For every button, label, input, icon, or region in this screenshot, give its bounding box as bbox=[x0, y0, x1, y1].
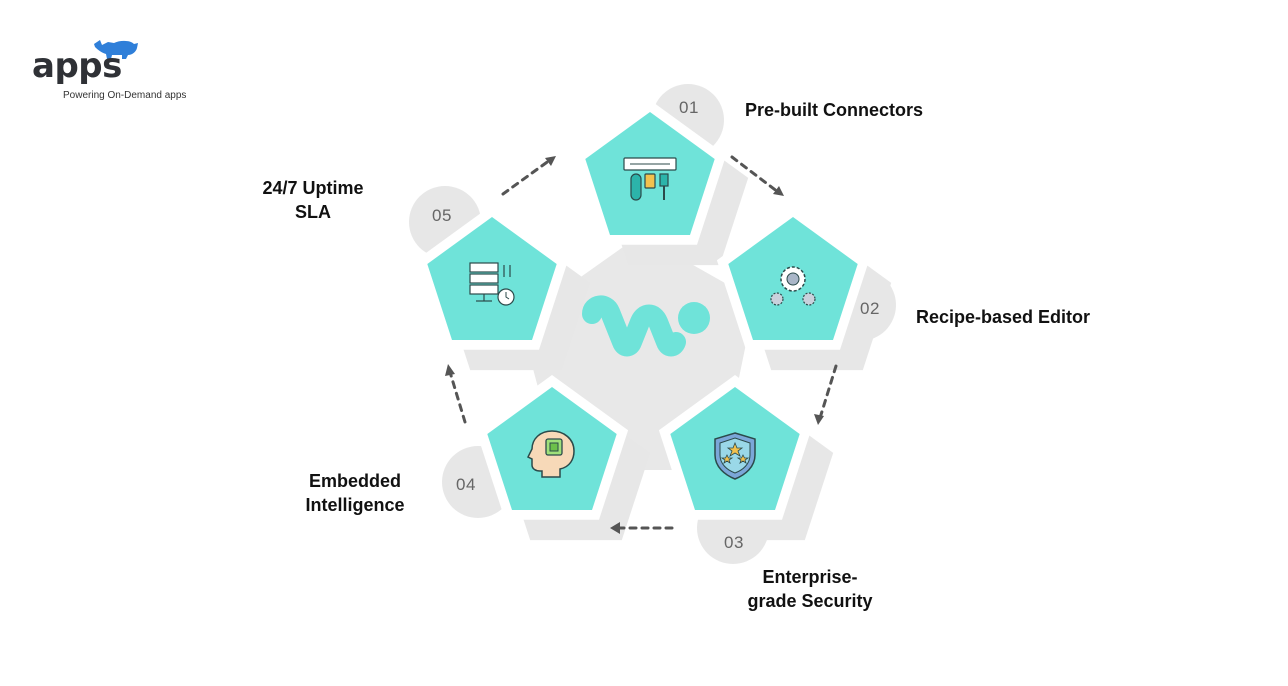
center-w-mark-icon bbox=[582, 295, 710, 357]
arrow-02-to-03 bbox=[818, 364, 838, 420]
rhino-icon bbox=[94, 40, 138, 59]
step-node-01 bbox=[573, 84, 749, 266]
usb-connectors-icon bbox=[623, 157, 677, 201]
step-title-03: Enterprise- grade Security bbox=[740, 565, 880, 613]
step-title-line: Embedded bbox=[308, 471, 401, 491]
gears-user-icon bbox=[770, 266, 816, 306]
step-title-02: Recipe-based Editor bbox=[916, 305, 1090, 329]
step-number-05: 05 bbox=[432, 206, 452, 225]
ai-head-chip-icon bbox=[526, 430, 575, 478]
arrow-head-05-to-01 bbox=[545, 156, 556, 166]
arrow-01-to-02 bbox=[730, 155, 780, 194]
step-title-line: Recipe-based Editor bbox=[916, 307, 1091, 327]
step-title-line: Pre-built Connectors bbox=[745, 100, 924, 120]
step-title-line: grade Security bbox=[747, 591, 873, 611]
step-title-line: Intelligence bbox=[305, 495, 405, 515]
step-number-01: 01 bbox=[679, 98, 699, 117]
brand-tagline: Powering On-Demand apps bbox=[63, 90, 187, 101]
arrow-head-02-to-03 bbox=[814, 414, 824, 425]
shield-stars-icon bbox=[714, 432, 756, 480]
brand-name: apps bbox=[32, 46, 122, 86]
step-number-02: 02 bbox=[860, 299, 880, 318]
arrow-04-to-05 bbox=[448, 370, 467, 424]
arrows bbox=[445, 155, 838, 534]
step-number-04: 04 bbox=[456, 475, 476, 494]
arrow-05-to-01 bbox=[501, 158, 552, 196]
step-number-03: 03 bbox=[724, 533, 744, 552]
step-node-02 bbox=[716, 205, 896, 371]
step-title-04: Embedded Intelligence bbox=[296, 469, 414, 517]
brand-logo: apps Powering On-Demand apps bbox=[32, 38, 202, 108]
step-node-05 bbox=[409, 186, 591, 371]
server-clock-icon bbox=[469, 262, 515, 306]
step-title-line: SLA bbox=[295, 202, 331, 222]
arrow-head-01-to-02 bbox=[773, 186, 784, 196]
step-title-line: 24/7 Uptime bbox=[262, 178, 364, 198]
step-title-01: Pre-built Connectors bbox=[745, 98, 923, 122]
step-title-line: Enterprise- bbox=[762, 567, 858, 587]
step-node-03 bbox=[658, 375, 834, 564]
arrow-head-03-to-04 bbox=[610, 522, 620, 534]
step-node-04 bbox=[442, 375, 651, 541]
step-title-05: 24/7 Uptime SLA bbox=[250, 176, 376, 224]
arrow-head-04-to-05 bbox=[445, 364, 455, 376]
